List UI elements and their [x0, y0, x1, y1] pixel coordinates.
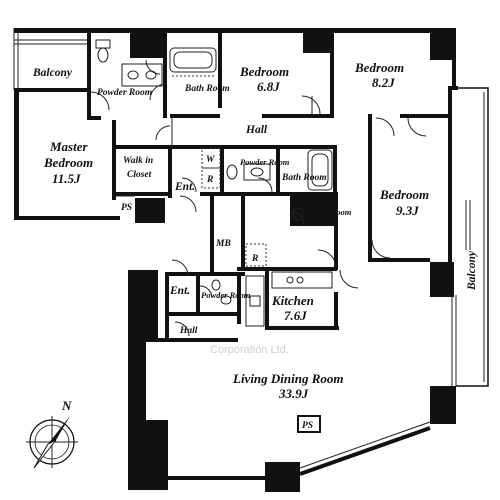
bedroom-1: Bedroom 6.8J — [239, 64, 289, 94]
walk-in-closet-line1: Walk in — [123, 156, 153, 166]
master-bedroom: Master Bedroom 11.5J — [43, 139, 93, 186]
door-swings — [90, 59, 427, 337]
entrance-lower-label: Ent. — [169, 285, 190, 297]
balcony-east-railing — [451, 87, 489, 387]
ps-upper-label: PS — [121, 203, 132, 213]
bedroom-3: Bedroom 9.3J — [379, 187, 429, 218]
kitchen-name: Kitchen — [271, 293, 314, 308]
living-dining-name: Living Dining Room — [232, 371, 344, 386]
bedroom-1-size: 6.8J — [257, 79, 280, 94]
mb-label: MB — [215, 239, 231, 249]
bath-room-top-label-1: Bath Room — [184, 84, 230, 94]
r-mark-lower: R — [251, 254, 258, 264]
bedroom-2: Bedroom 8.2J — [354, 60, 404, 90]
kitchen: Kitchen 7.6J — [271, 293, 314, 323]
powder-room-top-label: Powder Room — [97, 88, 152, 98]
hall-top-label: Hall — [245, 124, 268, 136]
walls — [13, 28, 458, 492]
bedroom-2-size: 8.2J — [372, 75, 395, 90]
watermark: Corporation Ltd. — [210, 344, 289, 356]
entrance-upper-label: Ent. — [174, 181, 195, 193]
master-bedroom-name-line2: Bedroom — [43, 155, 93, 170]
compass-needle-icon — [48, 416, 70, 444]
balcony-nw-label: Balcony — [32, 67, 73, 79]
living-dining-size: 33.9J — [278, 386, 309, 401]
balcony-east-label: Balcony — [466, 250, 478, 291]
fixtures — [95, 39, 333, 327]
powder-room-right-label: Powder Room — [302, 207, 352, 217]
walk-in-closet-line2: Closet — [127, 170, 152, 180]
w-mark: W — [206, 155, 215, 165]
r-mark-upper: R — [206, 175, 213, 185]
bath-room-center-label: Bath Room — [281, 173, 327, 183]
bedroom-3-size: 9.3J — [396, 203, 419, 218]
living-room-angled-wall — [299, 426, 431, 476]
hall-lower-label: Hall — [179, 326, 198, 336]
windows-east — [465, 200, 471, 250]
bedroom-3-name: Bedroom — [379, 187, 429, 202]
powder-room-center-label: Powder Room — [240, 157, 290, 167]
master-bedroom-size: 11.5J — [52, 171, 81, 186]
compass-north-label: N — [61, 398, 72, 413]
living-dining: Living Dining Room 33.9J — [232, 371, 344, 401]
compass: N — [26, 398, 78, 469]
bedroom-2-name: Bedroom — [354, 60, 404, 75]
kitchen-size: 7.6J — [284, 308, 307, 323]
ps-lower-label: PS — [302, 421, 313, 431]
master-bedroom-name-line1: Master — [49, 139, 89, 154]
powder-room-lower-label: Powder Room — [201, 290, 251, 300]
shoe-closet-label: S.Clo. — [146, 315, 156, 336]
bedroom-1-name: Bedroom — [239, 64, 289, 79]
